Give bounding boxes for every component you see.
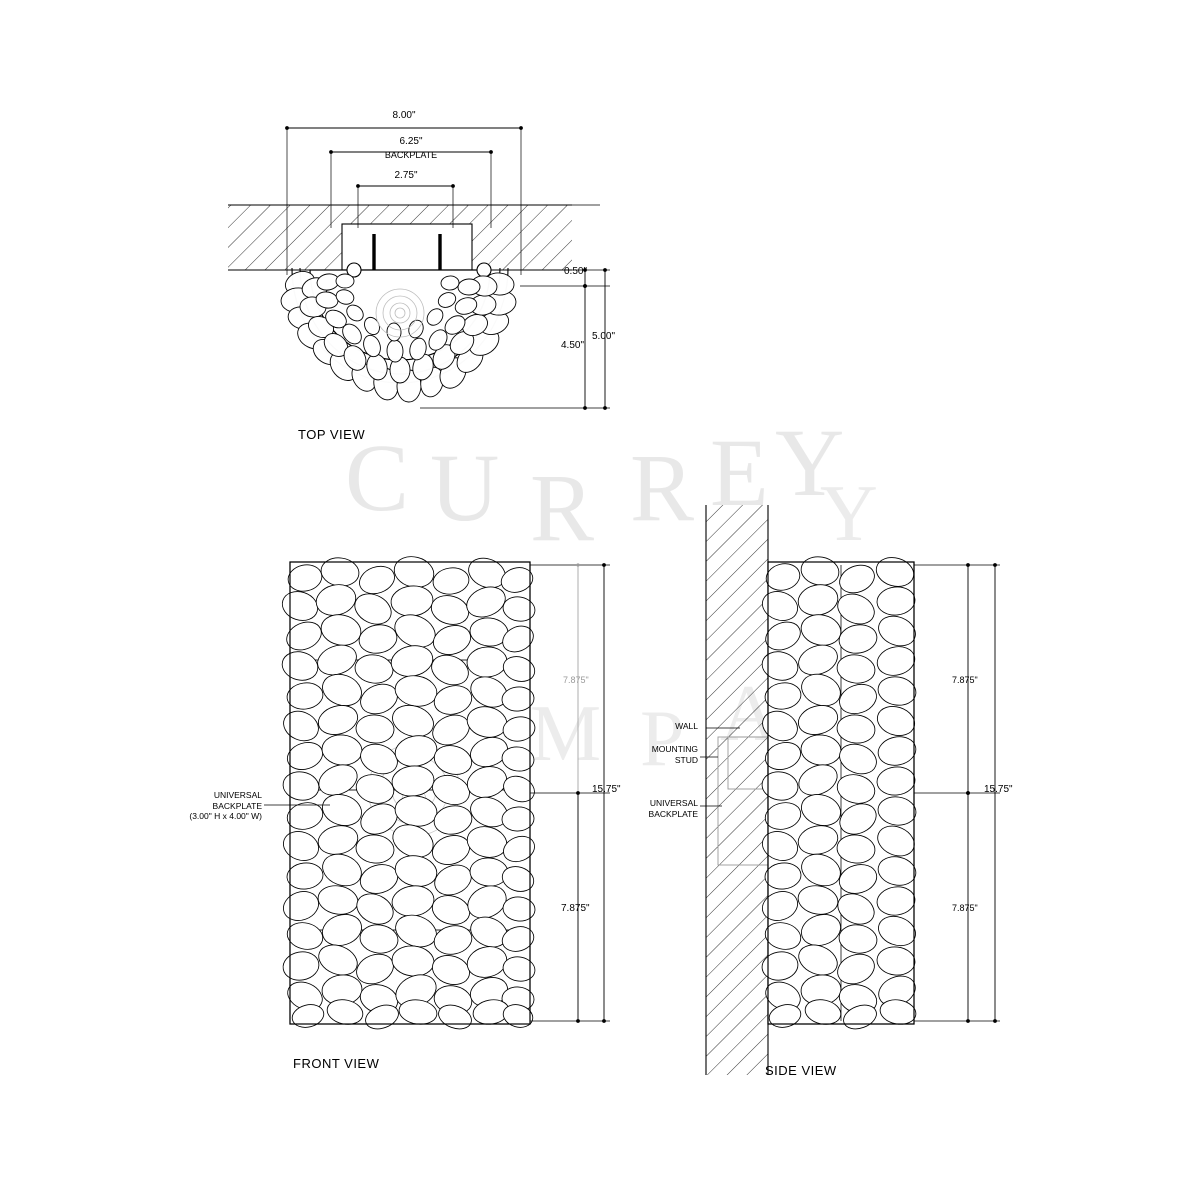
- side-view-callout-backplate-text: UNIVERSAL BACKPLATE: [648, 798, 698, 819]
- top-view-dimensions: [285, 126, 610, 410]
- top-view-dim-wall-offset: 0.50": [564, 266, 588, 277]
- top-view-dim-projection-body: 4.50": [561, 340, 585, 351]
- front-view-dim-lower-half: 7.875": [561, 903, 590, 914]
- side-view-title: SIDE VIEW: [765, 1063, 837, 1078]
- top-view-dim-inner-width: 2.75": [394, 170, 418, 181]
- side-view-wall: [705, 505, 769, 1075]
- side-view-bead-texture: [761, 556, 917, 1030]
- side-view-dimensions: [914, 563, 1000, 1023]
- top-view-shade-body: [280, 262, 517, 403]
- front-view-callout-backplate-text: UNIVERSAL BACKPLATE (3.00" H x 4.00" W): [189, 790, 262, 822]
- side-view-callout-mounting-stud: MOUNTING STUD: [610, 744, 698, 765]
- top-view-group: [228, 126, 610, 410]
- front-view-title: FRONT VIEW: [293, 1056, 380, 1071]
- front-view-bead-texture: [281, 556, 536, 1030]
- top-view-dim-backplate-width: 6.25": [399, 136, 423, 147]
- front-view-callout-backplate: UNIVERSAL BACKPLATE (3.00" H x 4.00" W): [150, 790, 262, 822]
- svg-text:Y: Y: [820, 470, 878, 558]
- top-view-label-backplate: BACKPLATE: [384, 150, 438, 160]
- side-view-callout-mounting-stud-text: MOUNTING STUD: [651, 744, 698, 765]
- front-view-dim-overall-height: 15.75": [592, 784, 621, 795]
- svg-text:R: R: [630, 434, 694, 541]
- front-view-dim-gray-upper: 7.875": [563, 675, 589, 685]
- side-view-group: [700, 505, 1000, 1075]
- top-view-title: TOP VIEW: [298, 427, 366, 442]
- svg-text:P: P: [640, 695, 685, 783]
- side-view-dim-lower-half: 7.875": [952, 903, 978, 913]
- svg-text:Y: Y: [775, 409, 844, 516]
- side-view-dim-upper-half: 7.875": [952, 675, 978, 685]
- side-view-callout-wall: WALL: [675, 721, 698, 731]
- svg-text:R: R: [530, 454, 594, 561]
- svg-text:C: C: [345, 424, 425, 531]
- top-view-socket: [375, 288, 425, 338]
- front-view-group: [264, 556, 610, 1030]
- svg-text:U: U: [430, 434, 499, 541]
- side-view-callout-backplate: UNIVERSAL BACKPLATE: [610, 798, 698, 819]
- top-view-backplate: [341, 223, 473, 271]
- front-view-dimensions: [530, 563, 610, 1023]
- top-view-dim-projection-total: 5.00": [592, 331, 616, 342]
- svg-text:M: M: [530, 690, 601, 778]
- top-view-dim-overall-width: 8.00": [392, 110, 416, 121]
- side-view-dim-overall-height: 15.75": [984, 784, 1013, 795]
